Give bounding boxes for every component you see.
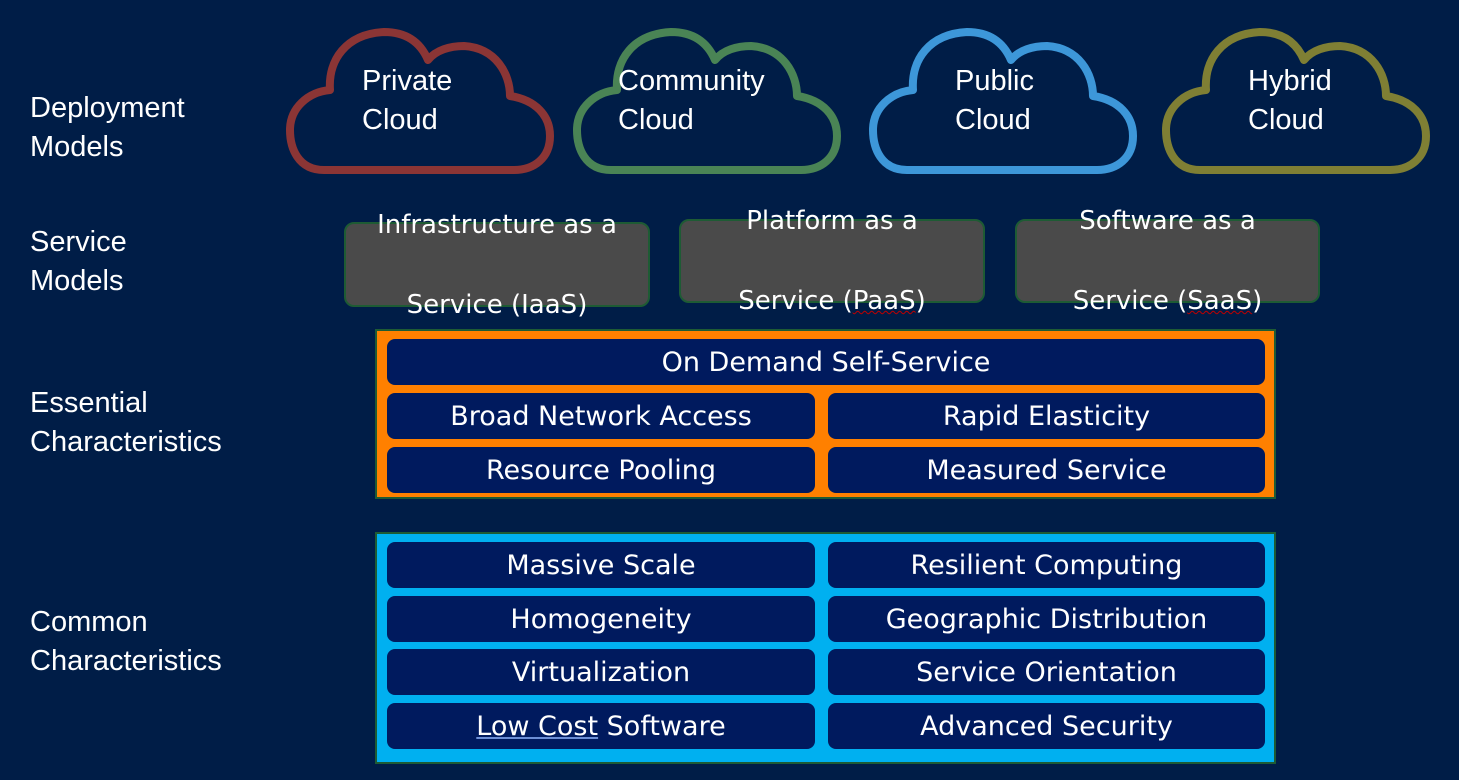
characteristic-measured-service: Measured Service — [828, 447, 1265, 493]
low-cost-text: Low Cost — [476, 710, 599, 742]
service-line1: Infrastructure as a — [377, 209, 617, 240]
service-line1: Software as a — [1079, 206, 1256, 236]
label-deployment-models: Deployment Models — [30, 92, 185, 163]
essential-characteristics-panel: On Demand Self-Service Broad Network Acc… — [375, 329, 1276, 499]
characteristic-service-orientation: Service Orientation — [828, 649, 1265, 695]
characteristic-on-demand: On Demand Self-Service — [387, 339, 1265, 385]
cloud-icon — [573, 28, 841, 174]
deployment-public-cloud: Public Cloud — [867, 20, 1139, 180]
characteristic-virtualization: Virtualization — [387, 649, 815, 695]
deployment-community-cloud: Community Cloud — [571, 20, 843, 180]
characteristic-advanced-security: Advanced Security — [828, 703, 1265, 749]
cloud-label: Public Cloud — [955, 65, 1034, 136]
characteristic-geographic-distribution: Geographic Distribution — [828, 596, 1265, 642]
cloud-icon — [869, 28, 1137, 174]
cloud-icon — [286, 28, 554, 174]
label-common-characteristics: Common Characteristics — [30, 606, 222, 677]
service-paas: Platform as a Service (PaaS) — [679, 206, 985, 316]
characteristic-broad-network-access: Broad Network Access — [387, 393, 815, 439]
cloud-label: Private Cloud — [362, 65, 453, 136]
service-abbr: SaaS — [1187, 286, 1253, 316]
service-abbr: IaaS — [521, 289, 578, 320]
service-iaas: Infrastructure as a Service (IaaS) — [344, 210, 650, 320]
deployment-private-cloud: Private Cloud — [284, 20, 556, 180]
service-line1: Platform as a — [746, 206, 918, 236]
characteristic-resilient-computing: Resilient Computing — [828, 542, 1265, 588]
cloud-label: Community Cloud — [618, 65, 765, 136]
characteristic-rapid-elasticity: Rapid Elasticity — [828, 393, 1265, 439]
characteristic-massive-scale: Massive Scale — [387, 542, 815, 588]
characteristic-homogeneity: Homogeneity — [387, 596, 815, 642]
cloud-icon — [1162, 28, 1430, 174]
service-abbr: PaaS — [852, 286, 916, 316]
characteristic-resource-pooling: Resource Pooling — [387, 447, 815, 493]
deployment-hybrid-cloud: Hybrid Cloud — [1160, 20, 1432, 180]
service-saas: Software as a Service (SaaS) — [1015, 206, 1320, 316]
cloud-label: Hybrid Cloud — [1248, 65, 1332, 136]
common-characteristics-panel: Massive Scale Resilient Computing Homoge… — [375, 532, 1276, 764]
label-service-models: Service Models — [30, 226, 127, 297]
characteristic-low-cost-software: Low Cost Software — [387, 703, 815, 749]
label-essential-characteristics: Essential Characteristics — [30, 387, 222, 458]
